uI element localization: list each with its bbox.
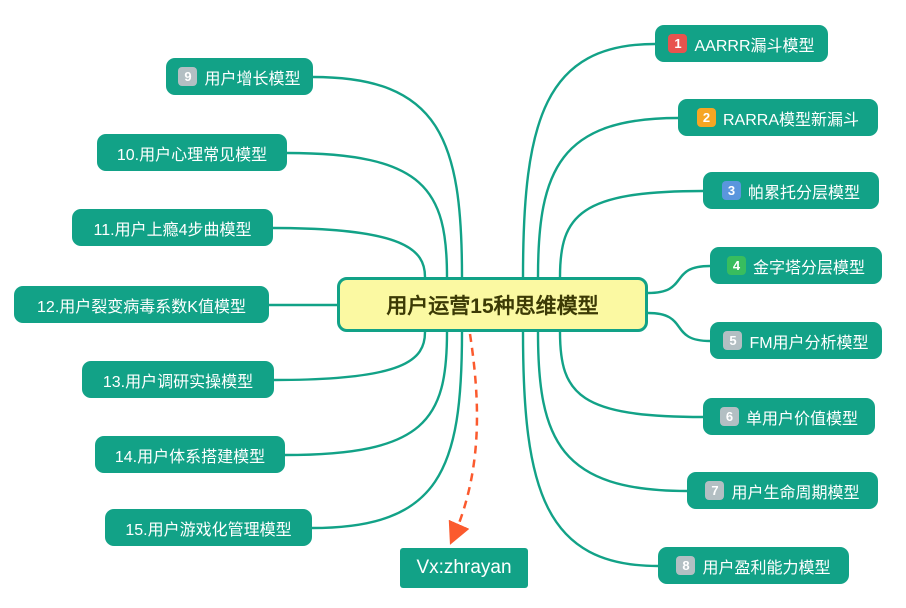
central-topic[interactable]: 用户运营15种思维模型 xyxy=(337,277,648,332)
connector-line xyxy=(273,331,427,382)
branch-node-13[interactable]: 13.用户调研实操模型 xyxy=(82,361,274,398)
branch-label: AARRR漏斗模型 xyxy=(694,37,815,55)
branch-node-12[interactable]: 12.用户裂变病毒系数K值模型 xyxy=(14,286,269,323)
connector-line xyxy=(536,331,688,493)
branch-number-badge: 5 xyxy=(723,331,743,350)
branch-number-badge: 4 xyxy=(726,256,746,275)
connector-line xyxy=(558,331,704,419)
branch-node-1[interactable]: 1 AARRR漏斗模型 xyxy=(655,25,828,62)
branch-label: 单用户价值模型 xyxy=(745,410,858,428)
branch-number-badge: 7 xyxy=(705,481,725,500)
branch-label: 15.用户游戏化管理模型 xyxy=(125,521,292,539)
connector-line xyxy=(536,116,679,278)
connector-line xyxy=(311,331,464,530)
watermark-arrow xyxy=(448,333,479,545)
branch-node-3[interactable]: 3 帕累托分层模型 xyxy=(703,172,879,209)
branch-number-badge: 3 xyxy=(721,181,741,200)
branch-number-badge: 9 xyxy=(178,67,198,86)
watermark-node[interactable]: Vx:zhrayan xyxy=(400,548,528,588)
connector-line xyxy=(286,151,449,278)
branch-label: 11.用户上瘾4步曲模型 xyxy=(93,221,252,239)
branch-node-11[interactable]: 11.用户上瘾4步曲模型 xyxy=(72,209,273,246)
connector-line xyxy=(647,311,711,343)
connector-line xyxy=(647,264,711,295)
branch-node-8[interactable]: 8 用户盈利能力模型 xyxy=(658,547,849,584)
branch-node-7[interactable]: 7 用户生命周期模型 xyxy=(687,472,878,509)
connector-line xyxy=(284,331,449,457)
watermark-label: Vx:zhrayan xyxy=(416,557,512,578)
branch-label: 12.用户裂变病毒系数K值模型 xyxy=(37,298,246,316)
branch-label: 用户生命周期模型 xyxy=(731,484,860,502)
branch-node-14[interactable]: 14.用户体系搭建模型 xyxy=(95,436,285,473)
branch-number-badge: 1 xyxy=(668,34,688,53)
central-topic-label: 用户运营15种思维模型 xyxy=(386,294,599,318)
branch-label: 用户盈利能力模型 xyxy=(702,559,831,577)
branch-number-badge: 8 xyxy=(676,556,696,575)
connector-line xyxy=(272,226,427,278)
branch-node-9[interactable]: 9 用户增长模型 xyxy=(166,58,313,95)
connector-line xyxy=(312,75,464,278)
branch-label: FM用户分析模型 xyxy=(749,334,869,352)
branch-node-6[interactable]: 6 单用户价值模型 xyxy=(703,398,875,435)
branch-number-badge: 2 xyxy=(696,108,716,127)
branch-node-2[interactable]: 2 RARRA模型新漏斗 xyxy=(678,99,878,136)
connector-line xyxy=(558,189,704,278)
branch-label: 金字塔分层模型 xyxy=(752,259,865,277)
branch-label: 13.用户调研实操模型 xyxy=(102,373,254,391)
connector-line xyxy=(521,42,656,278)
branch-node-15[interactable]: 15.用户游戏化管理模型 xyxy=(105,509,312,546)
branch-label: 14.用户体系搭建模型 xyxy=(114,448,266,466)
branch-label: 帕累托分层模型 xyxy=(747,184,860,202)
branch-node-4[interactable]: 4 金字塔分层模型 xyxy=(710,247,882,284)
connector-line xyxy=(521,331,659,568)
branch-label: RARRA模型新漏斗 xyxy=(722,111,859,129)
branch-node-5[interactable]: 5 FM用户分析模型 xyxy=(710,322,882,359)
branch-label: 用户增长模型 xyxy=(204,70,301,88)
branch-node-10[interactable]: 10.用户心理常见模型 xyxy=(97,134,287,171)
branch-label: 10.用户心理常见模型 xyxy=(116,146,268,164)
branch-number-badge: 6 xyxy=(719,407,739,426)
